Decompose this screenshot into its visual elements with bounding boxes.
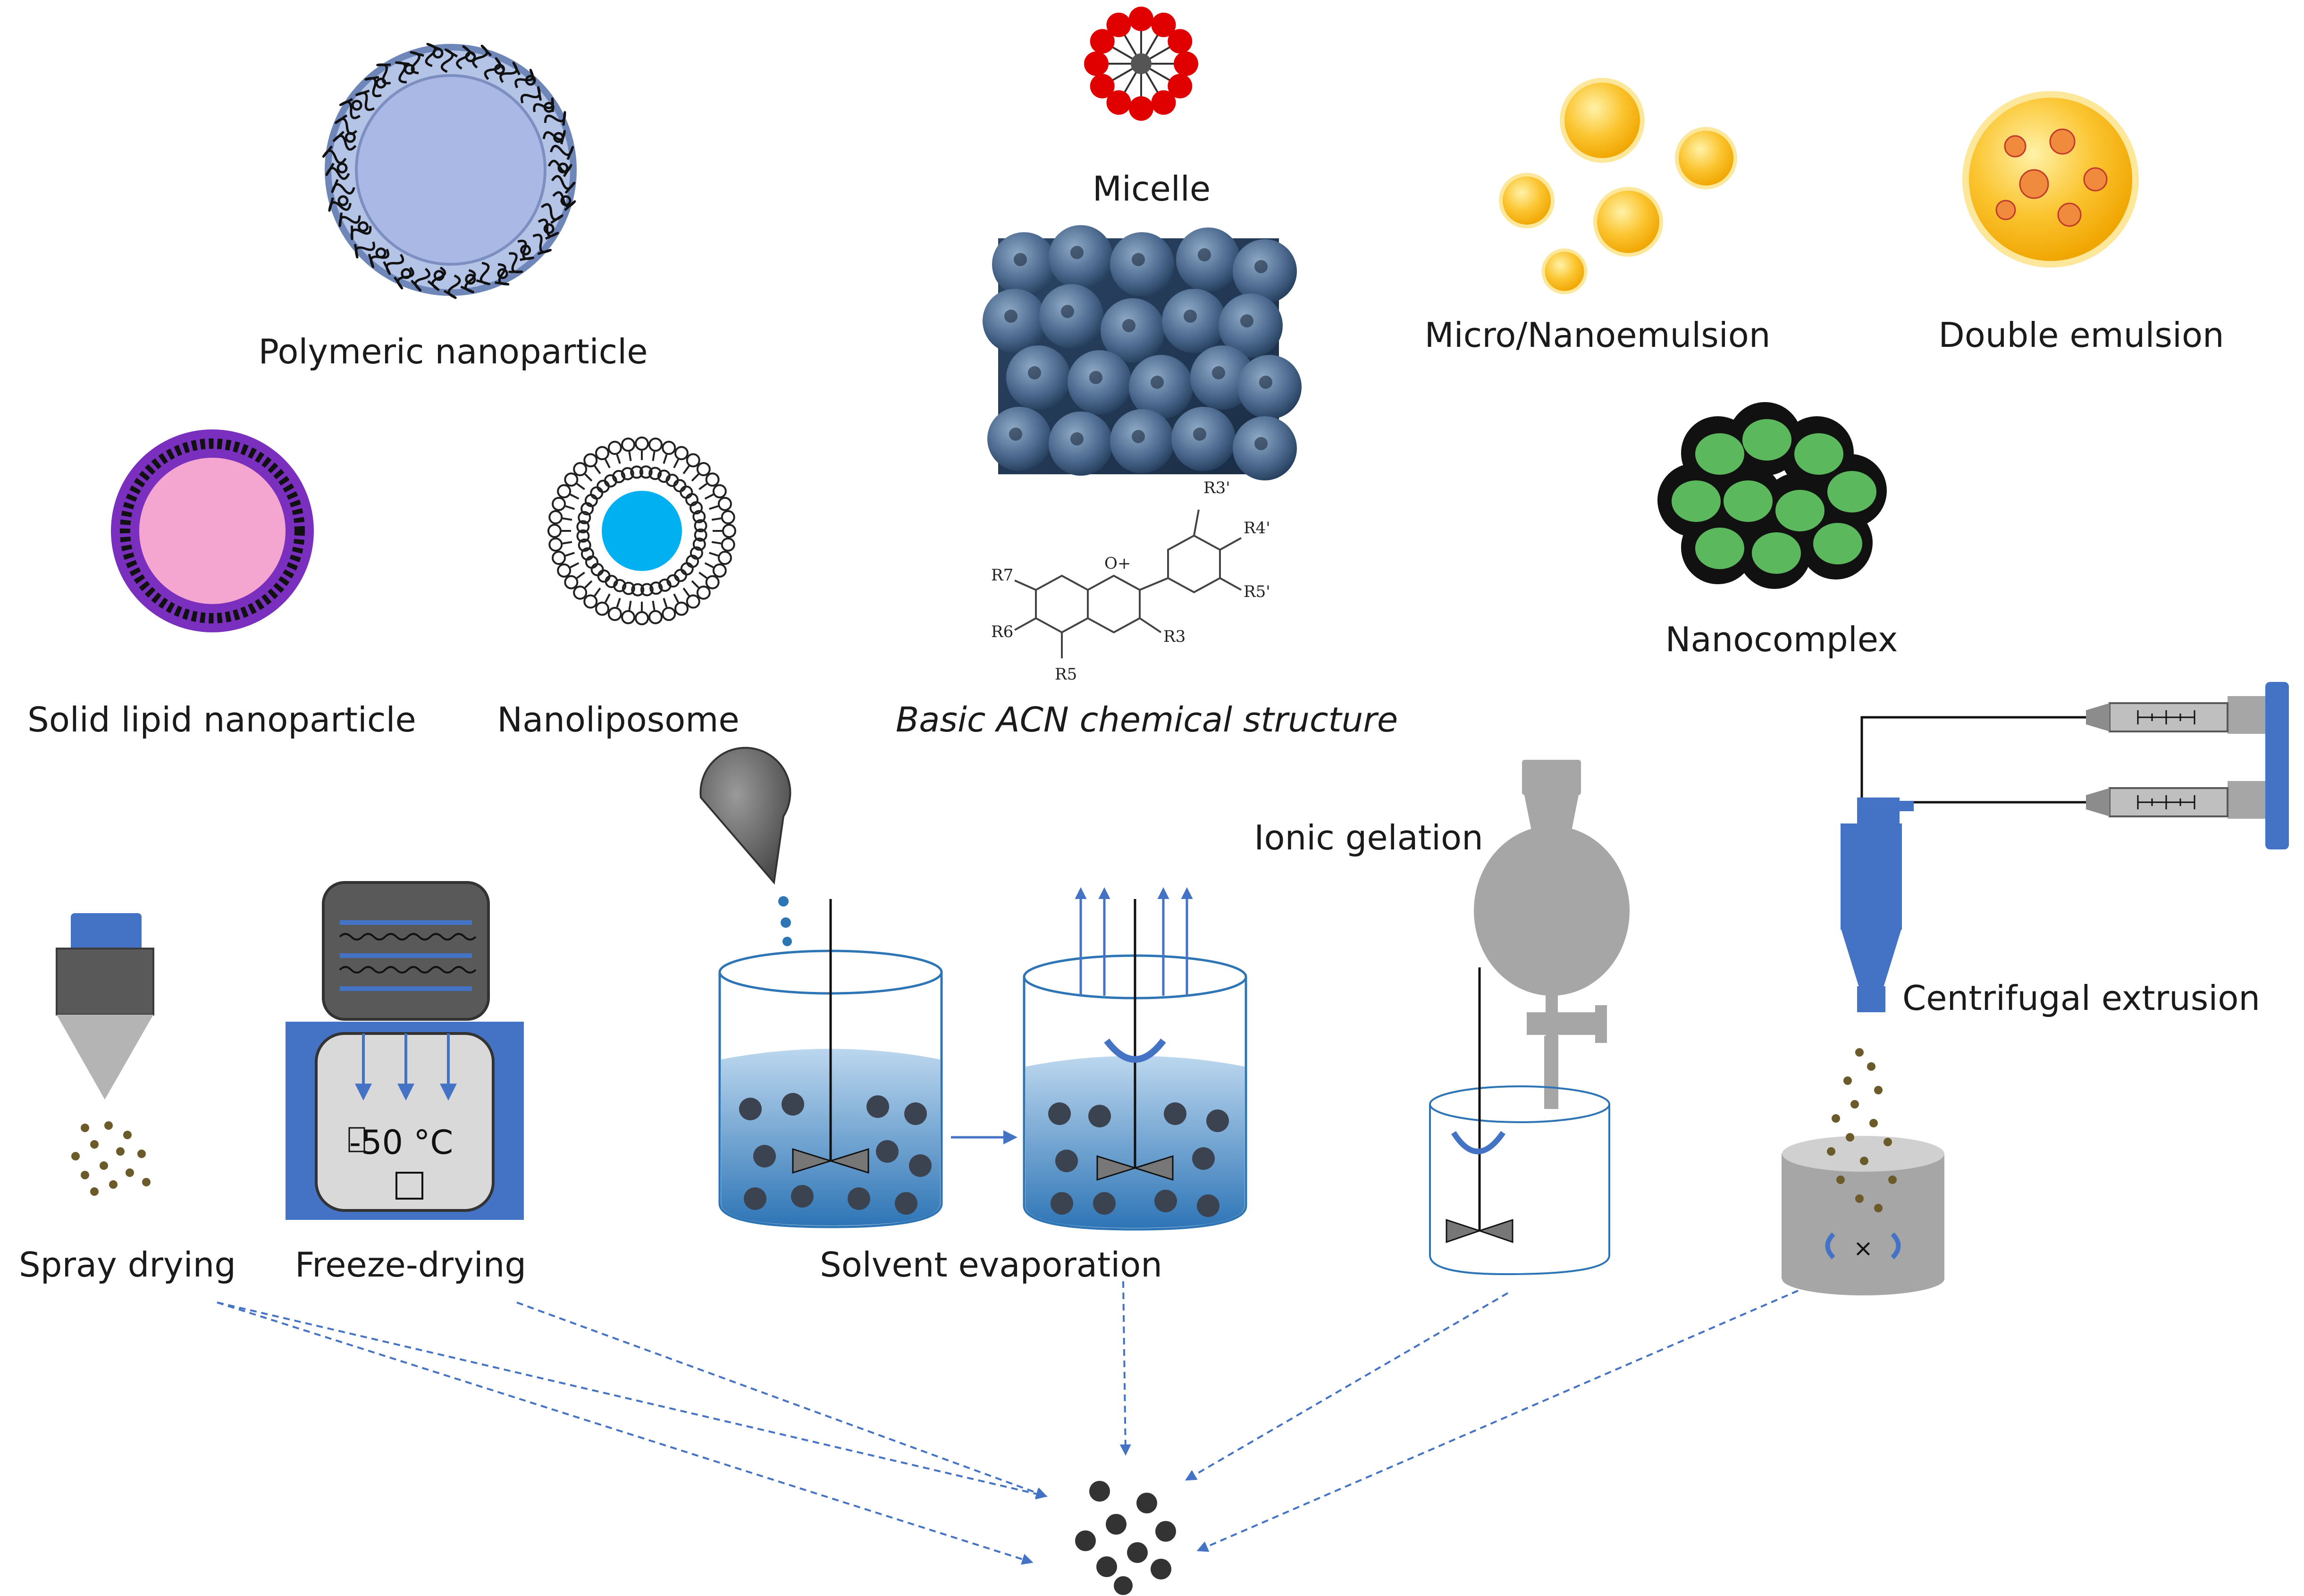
- label-nanoliposome: Nanoliposome: [497, 700, 739, 739]
- label-spray-drying: Spray drying: [19, 1245, 236, 1285]
- chem-r7: R7: [991, 566, 1013, 585]
- svg-text:×: ×: [1853, 1235, 1873, 1262]
- label-micro-nanoemulsion: Micro/Nanoemulsion: [1425, 315, 1771, 355]
- chem-r3: R3: [1163, 627, 1186, 646]
- blueberries-photo: [983, 225, 1302, 480]
- spray-dryer-illustration: [56, 913, 154, 1196]
- micro-nanoemulsion-illustration: [1499, 78, 1737, 294]
- micelle-illustration: [1084, 7, 1198, 121]
- converging-arrows: [217, 1281, 1799, 1565]
- nanocomplex-illustration: [1657, 402, 1887, 589]
- label-acn-structure: Basic ACN chemical structure: [896, 700, 1398, 739]
- label-nanocomplex: Nanocomplex: [1665, 620, 1898, 659]
- chem-r5: R5: [1055, 665, 1077, 684]
- acn-chemical-structure: [1014, 509, 1242, 658]
- label-centrifugal-extrusion: Centrifugal extrusion: [1902, 978, 2260, 1018]
- nanoliposome-illustration: [547, 437, 736, 625]
- double-emulsion-illustration: [1962, 91, 2139, 268]
- label-polymeric-nanoparticle: Polymeric nanoparticle: [258, 332, 647, 371]
- solvent-evaporation-illustration: [699, 747, 1247, 1231]
- polymeric-nanoparticle-illustration: [322, 42, 577, 299]
- solid-lipid-nanoparticle-illustration: [111, 429, 314, 632]
- chem-r6: R6: [991, 622, 1013, 641]
- chem-r3prime: R3': [1203, 479, 1230, 497]
- ionic-gelation-illustration: [1429, 760, 1630, 1276]
- label-ionic-gelation: Ionic gelation: [1254, 818, 1483, 857]
- centrifugal-extrusion-illustration: ×: [1782, 682, 2289, 1295]
- chem-r5prime: R5': [1244, 582, 1270, 601]
- chem-r4prime: R4': [1244, 519, 1270, 538]
- label-micelle: Micelle: [1093, 169, 1211, 209]
- label-freeze-drying: Freeze-drying: [295, 1245, 526, 1285]
- label-double-emulsion: Double emulsion: [1938, 315, 2224, 355]
- freeze-dryer-illustration: [286, 881, 524, 1220]
- label-solvent-evaporation: Solvent evaporation: [820, 1245, 1162, 1285]
- freeze-dryer-temperature: -50 °C: [349, 1123, 453, 1162]
- chem-oxonium: O+: [1104, 554, 1131, 573]
- encapsulated-particles: [1075, 1481, 1176, 1595]
- label-solid-lipid-nanoparticle: Solid lipid nanoparticle: [27, 700, 416, 739]
